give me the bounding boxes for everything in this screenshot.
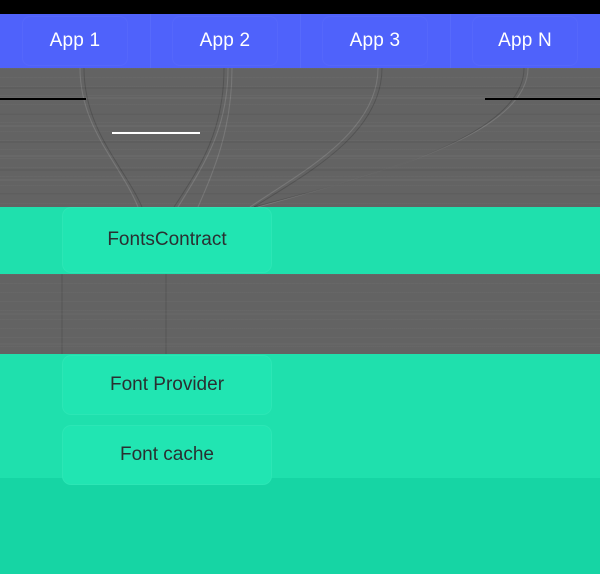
band-footer	[0, 478, 600, 574]
tab-seam-1	[150, 14, 151, 68]
gray-texture	[0, 68, 600, 207]
app-tab-3-label: App 3	[349, 30, 401, 51]
app-tab-2[interactable]: App 2	[150, 14, 300, 68]
node-fontscontract[interactable]: FontsContract	[62, 207, 272, 273]
diagram-provider-link-region	[0, 274, 600, 354]
node-fontprovider-label: Font Provider	[109, 374, 225, 395]
node-fontcache[interactable]: Font cache	[62, 425, 272, 485]
tab-seam-2	[300, 14, 301, 68]
app-tab-n-label: App N	[498, 30, 552, 51]
app-tab-n[interactable]: App N	[450, 14, 600, 68]
app-tab-list: App 1 App 2 App 3 App N	[0, 14, 600, 68]
status-strip	[0, 0, 600, 14]
app-tab-2-label: App 2	[199, 30, 251, 51]
tab-seam-3	[450, 14, 451, 68]
gray-texture-2	[0, 274, 600, 354]
rule-white-center	[112, 132, 200, 134]
rule-black-right	[485, 98, 600, 100]
app-tab-1[interactable]: App 1	[0, 14, 150, 68]
node-fontcache-label: Font cache	[120, 444, 214, 465]
diagram-funnel-region	[0, 68, 600, 207]
node-fontprovider[interactable]: Font Provider	[62, 355, 272, 415]
app-tab-1-label: App 1	[49, 30, 101, 51]
app-tab-3[interactable]: App 3	[300, 14, 450, 68]
rule-black-left	[0, 98, 86, 100]
app-tab-bar: App 1 App 2 App 3 App N	[0, 14, 600, 68]
node-fontscontract-label: FontsContract	[107, 229, 227, 250]
